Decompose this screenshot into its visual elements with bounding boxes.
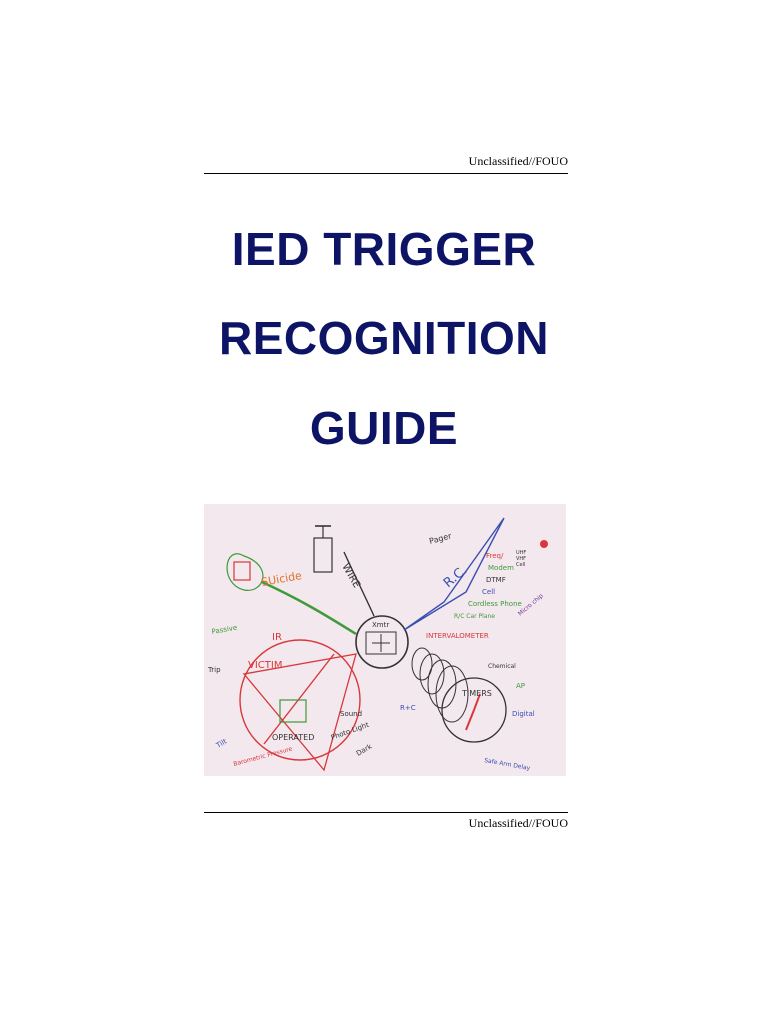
victim-operated-circle [239, 639, 361, 761]
classification-marking-top: Unclassified//FOUO [468, 154, 568, 168]
rc-branch [403, 517, 505, 631]
sketch-label-freq: Freq/ [486, 552, 504, 560]
circuit-symbol [365, 631, 397, 655]
sketch-label-cell-small: Cell [516, 562, 525, 568]
sketch-label-sound: Sound [340, 710, 362, 718]
sketch-label-xmtr: Xmtr [372, 621, 389, 629]
sketch-label-cordless-phone: Cordless Phone [468, 600, 522, 608]
sketch-label-modem: Modem [488, 564, 514, 572]
sketch-label-rc-timer: R+C [400, 704, 416, 712]
antenna-icon [540, 540, 548, 548]
title-line-2: RECOGNITION [218, 312, 550, 364]
sketch-label-timers: TIMERS [461, 689, 492, 698]
sketch-label-intervalometer: INTERVALOMETER [426, 632, 489, 640]
victim-slash [263, 653, 335, 745]
sketch-background [204, 504, 566, 776]
classification-marking-bottom: Unclassified//FOUO [468, 816, 568, 830]
title-line-1: IED TRIGGER [231, 223, 537, 275]
sketch-label-ir: IR [272, 632, 282, 643]
wire-branch [343, 551, 375, 617]
sketch-label-rc-car-plane: R/C Car Plane [454, 613, 495, 620]
clock-hand [465, 709, 475, 731]
sketch-label-operated: OPERATED [272, 733, 314, 742]
footer-rule [204, 812, 568, 813]
sketch-label-tripwire: Trip [207, 666, 221, 674]
clock-face [441, 677, 507, 743]
central-hub-circle [355, 615, 409, 669]
title-line-3: GUIDE [309, 402, 459, 454]
sketch-label-digital: Digital [512, 710, 535, 718]
sketch-label-uhf: UHF [516, 550, 526, 556]
trigger-mind-map-sketch: Xmtr WIRE SUicide R.C. Pager Freq/ UHF V… [204, 504, 566, 776]
sketch-label-chemical: Chemical [488, 663, 516, 670]
sketch-label-ap: AP [516, 682, 525, 690]
sketch-label-vhf: VHF [516, 556, 526, 562]
suicide-branch [261, 580, 357, 636]
vest-outline [226, 553, 264, 591]
box-icon [279, 699, 307, 723]
sketch-label-dtmf: DTMF [486, 576, 506, 584]
vest-icon [233, 561, 251, 581]
sketch-label-cell: Cell [482, 588, 495, 596]
sketch-label-victim: VICTIM [248, 660, 282, 671]
header-rule [204, 173, 568, 174]
